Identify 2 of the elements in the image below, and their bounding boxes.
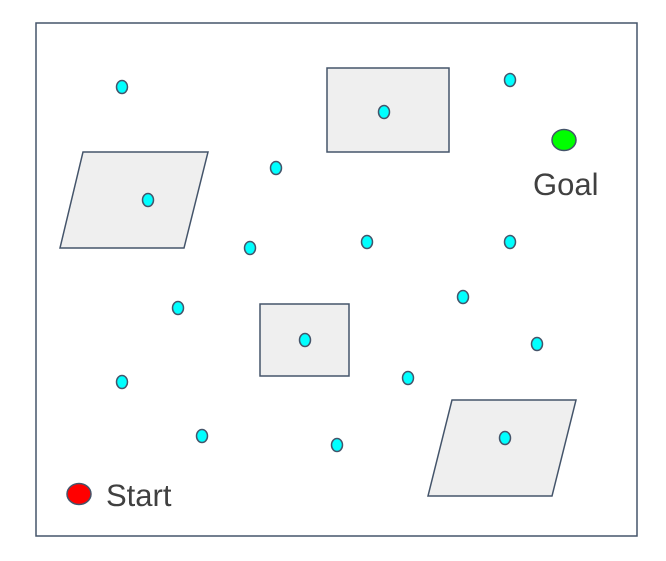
goal-label: Goal (533, 169, 598, 200)
start-label: Start (106, 480, 172, 511)
